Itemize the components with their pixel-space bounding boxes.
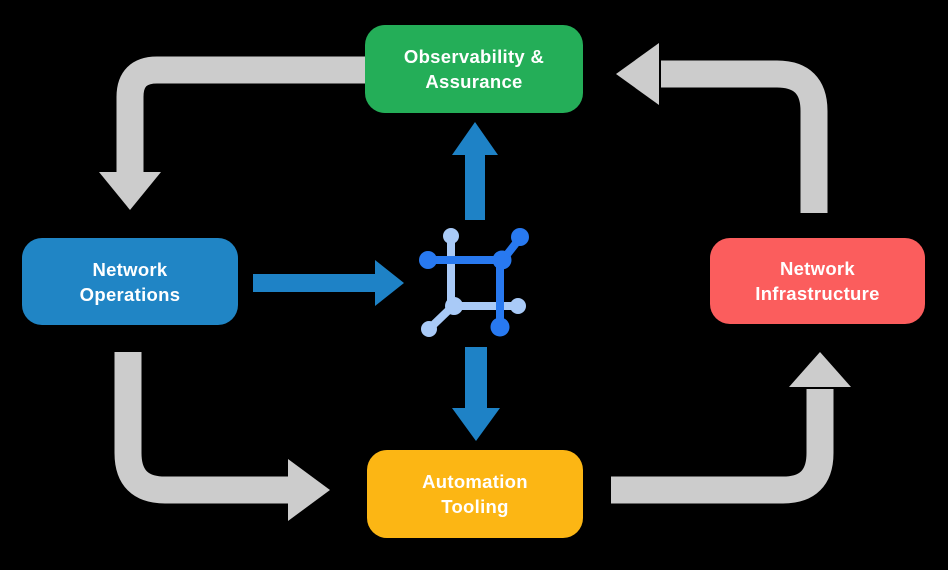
- arrowhead-up-icon: [789, 352, 851, 387]
- node-automation-tooling: Automation Tooling: [367, 450, 583, 538]
- cycle-arrow-infrastructure-to-observability: [616, 43, 828, 213]
- flow-arrow-operations-to-icon: [253, 260, 404, 306]
- node-network-operations: Network Operations: [22, 238, 238, 325]
- node-observability-assurance: Observability & Assurance: [365, 25, 583, 113]
- arrowhead-right-icon: [288, 459, 330, 521]
- arrowhead-down-icon: [99, 172, 161, 210]
- arrowhead-left-icon: [616, 43, 659, 105]
- cycle-arrow-automation-to-infrastructure: [611, 352, 851, 504]
- flow-arrows: [253, 122, 500, 441]
- network-mesh-icon-primary: [419, 228, 529, 337]
- flow-arrow-icon-to-automation: [452, 347, 500, 441]
- cycle-arrows: [99, 43, 851, 521]
- cycle-arrow-operations-to-automation: [114, 352, 330, 521]
- node-label: Network Operations: [79, 258, 181, 305]
- node-network-infrastructure: Network Infrastructure: [710, 238, 925, 324]
- flow-arrow-icon-to-observability: [452, 122, 498, 220]
- node-label: Observability & Assurance: [403, 46, 545, 92]
- network-mesh-icon-secondary: [421, 228, 526, 337]
- cycle-arrow-observability-to-operations: [99, 56, 366, 210]
- node-label: Network Infrastructure: [755, 258, 880, 304]
- network-mesh-icon: [419, 228, 529, 337]
- node-label: Automation Tooling: [422, 471, 528, 517]
